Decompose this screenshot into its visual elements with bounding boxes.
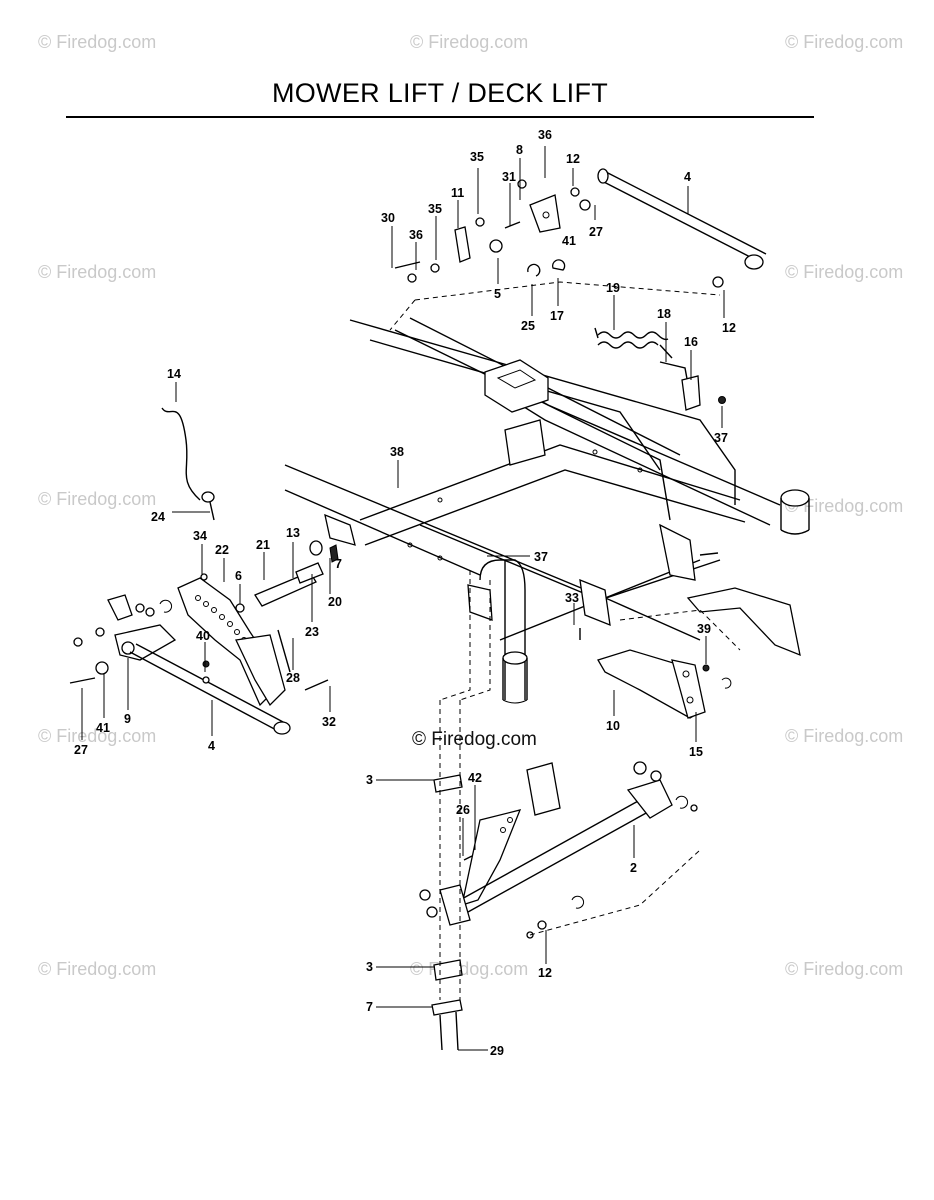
callout-20: 20 xyxy=(328,595,342,609)
diagram-title: MOWER LIFT / DECK LIFT xyxy=(271,78,609,108)
callout-30: 30 xyxy=(381,211,395,225)
callout-31: 31 xyxy=(502,170,516,184)
callout-26: 26 xyxy=(456,803,470,817)
title-rule xyxy=(66,116,814,118)
watermark: © Firedog.com xyxy=(785,32,903,52)
callout-36: 36 xyxy=(538,128,552,142)
lift-cable xyxy=(161,407,215,521)
callout-4: 4 xyxy=(208,739,215,753)
left-lift-arm xyxy=(69,540,339,735)
callout-19: 19 xyxy=(606,281,620,295)
callout-23: 23 xyxy=(305,625,319,639)
watermark-center: © Firedog.com xyxy=(412,729,537,750)
callout-27: 27 xyxy=(74,743,88,757)
watermark: © Firedog.com xyxy=(38,726,156,746)
callout-4: 4 xyxy=(684,170,691,184)
callout-36: 36 xyxy=(409,228,423,242)
callout-3: 3 xyxy=(366,960,373,974)
callout-labels: 35 36 8 12 31 4 11 35 30 36 41 27 5 19 2… xyxy=(74,128,736,1058)
leader-lines xyxy=(81,146,725,1051)
callout-33: 33 xyxy=(565,591,579,605)
callout-7: 7 xyxy=(335,557,342,571)
callout-34: 34 xyxy=(193,529,207,543)
watermark: © Firedog.com xyxy=(410,959,528,979)
callout-7: 7 xyxy=(366,1000,373,1014)
right-pivot-assembly xyxy=(579,552,741,719)
callout-35: 35 xyxy=(428,202,442,216)
callout-29: 29 xyxy=(490,1044,504,1058)
callout-12: 12 xyxy=(722,321,736,335)
callout-37: 37 xyxy=(534,550,548,564)
callout-37: 37 xyxy=(714,431,728,445)
watermark: © Firedog.com xyxy=(785,262,903,282)
callout-41: 41 xyxy=(96,721,110,735)
chassis-frame xyxy=(284,317,810,704)
extension-spring xyxy=(594,327,726,411)
callout-42: 42 xyxy=(468,771,482,785)
callout-8: 8 xyxy=(516,143,523,157)
callout-27: 27 xyxy=(589,225,603,239)
callout-14: 14 xyxy=(167,367,181,381)
watermark: © Firedog.com xyxy=(38,262,156,282)
callout-13: 13 xyxy=(286,526,300,540)
callout-11: 11 xyxy=(451,186,464,200)
callout-35: 35 xyxy=(470,150,484,164)
callout-24: 24 xyxy=(151,510,165,524)
callout-10: 10 xyxy=(606,719,620,733)
callout-15: 15 xyxy=(689,745,703,759)
callout-39: 39 xyxy=(697,622,711,636)
callout-12: 12 xyxy=(538,966,552,980)
callout-17: 17 xyxy=(550,309,564,323)
callout-16: 16 xyxy=(684,335,698,349)
callout-18: 18 xyxy=(657,307,671,321)
callout-32: 32 xyxy=(322,715,336,729)
callout-2: 2 xyxy=(630,861,637,875)
callout-28: 28 xyxy=(286,671,300,685)
watermark: © Firedog.com xyxy=(785,496,903,516)
watermark: © Firedog.com xyxy=(38,32,156,52)
callout-9: 9 xyxy=(124,712,131,726)
callout-41: 41 xyxy=(562,234,576,248)
callout-38: 38 xyxy=(390,445,404,459)
callout-6: 6 xyxy=(235,569,242,583)
callout-22: 22 xyxy=(215,543,229,557)
top-rocker-group xyxy=(389,168,767,331)
watermark: © Firedog.com xyxy=(785,726,903,746)
callout-5: 5 xyxy=(494,287,501,301)
watermarks: © Firedog.com © Firedog.com © Firedog.co… xyxy=(38,32,903,979)
watermark: © Firedog.com xyxy=(410,32,528,52)
watermark: © Firedog.com xyxy=(38,489,156,509)
callout-3: 3 xyxy=(366,773,373,787)
callout-25: 25 xyxy=(521,319,535,333)
pedal-lift-shaft xyxy=(419,570,701,1051)
callout-21: 21 xyxy=(256,538,270,552)
watermark: © Firedog.com xyxy=(785,959,903,979)
callout-40: 40 xyxy=(196,629,210,643)
watermark: © Firedog.com xyxy=(38,959,156,979)
callout-12: 12 xyxy=(566,152,580,166)
